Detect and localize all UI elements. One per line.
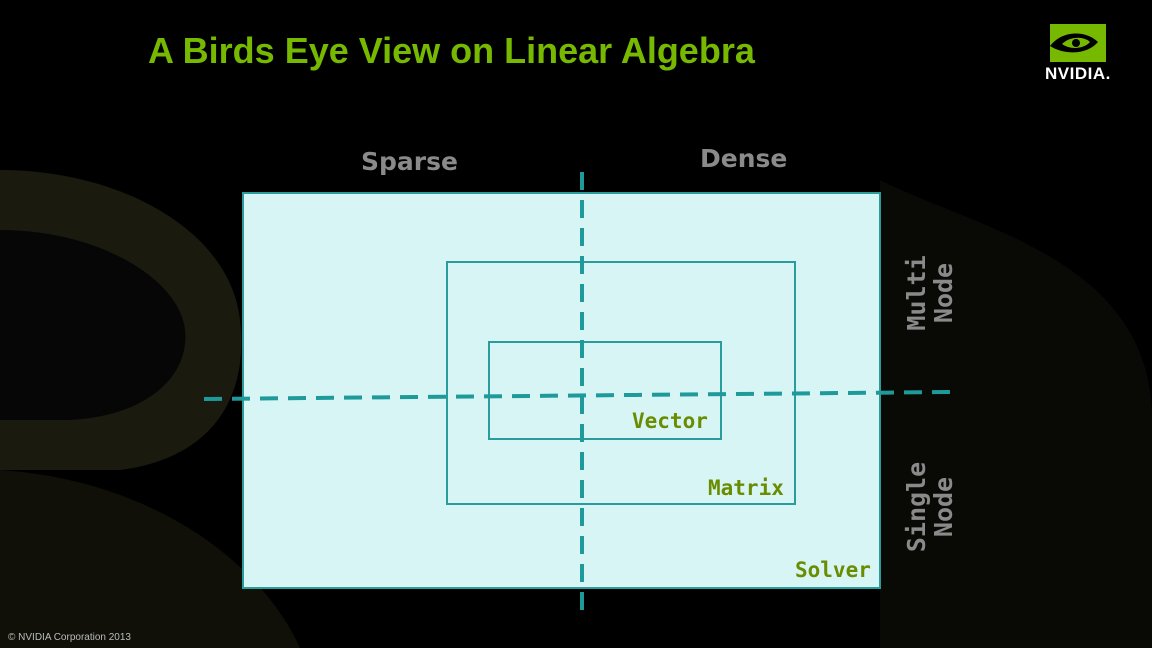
matrix-label: Matrix bbox=[708, 476, 784, 500]
row-label-multi-node: Multi Node bbox=[902, 255, 958, 331]
nvidia-eye-logo-icon bbox=[1050, 24, 1106, 62]
column-label-sparse: Sparse bbox=[361, 147, 458, 176]
copyright-footer: © NVIDIA Corporation 2013 bbox=[8, 632, 131, 643]
nvidia-wordmark: NVIDIA. bbox=[1045, 64, 1111, 83]
solver-label: Solver bbox=[795, 558, 871, 582]
row-label-single-node: Single Node bbox=[902, 461, 958, 553]
page-title: A Birds Eye View on Linear Algebra bbox=[148, 30, 755, 71]
vector-label: Vector bbox=[632, 409, 708, 433]
column-label-dense: Dense bbox=[700, 144, 788, 173]
